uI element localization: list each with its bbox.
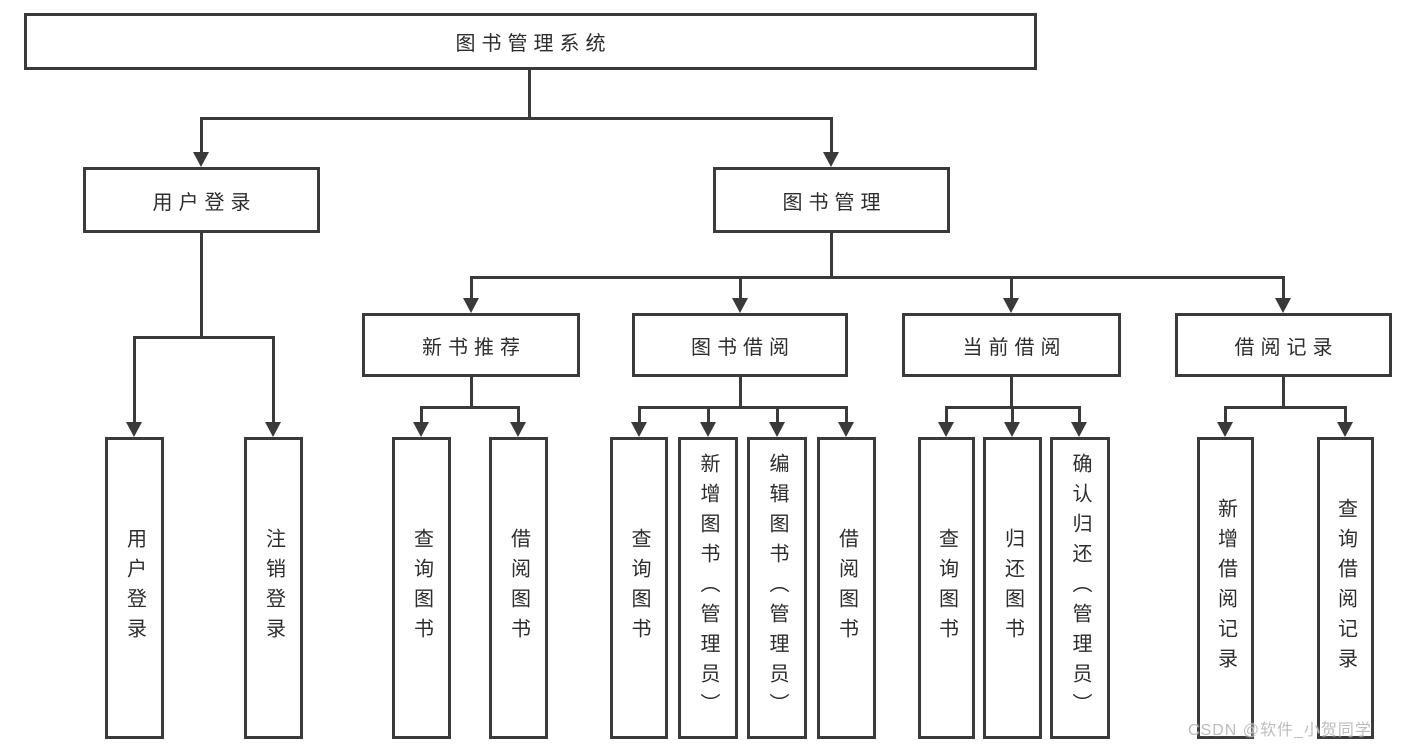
- leaf-edit-book-admin: 编辑图书（管理员）: [747, 437, 807, 739]
- arrow-down-icon: [265, 422, 281, 437]
- leaf-borrow-book: 借阅图书: [817, 437, 876, 739]
- connector-line: [739, 377, 742, 409]
- connector-line: [1010, 377, 1013, 409]
- connector-line: [133, 336, 275, 339]
- connector-line: [200, 232, 203, 339]
- node-current-borrow: 当前借阅: [902, 313, 1121, 377]
- node-label: 查询图书: [935, 528, 958, 648]
- leaf-add-book-admin: 新增图书（管理员）: [678, 437, 738, 739]
- connector-line: [1344, 406, 1347, 423]
- node-label: 借阅图书: [507, 528, 530, 648]
- connector-line: [776, 406, 779, 423]
- arrow-down-icon: [732, 298, 748, 313]
- node-label: 当前借阅: [962, 336, 1067, 359]
- arrow-down-icon: [823, 152, 839, 167]
- node-label: 查询图书: [628, 528, 650, 648]
- leaf-borrow-query-book: 查询图书: [610, 437, 668, 739]
- node-label: 用户登录: [123, 528, 146, 648]
- connector-line: [845, 406, 848, 423]
- leaf-recommend-query-book: 查询图书: [392, 437, 451, 739]
- connector-line: [707, 406, 710, 423]
- connector-line: [1224, 406, 1227, 423]
- leaf-query-borrow-record: 查询借阅记录: [1317, 437, 1374, 739]
- node-borrow-record: 借阅记录: [1175, 313, 1392, 377]
- arrow-down-icon: [126, 422, 142, 437]
- node-label: 借阅记录: [1234, 336, 1339, 359]
- node-label: 新增借阅记录: [1214, 498, 1237, 678]
- arrow-down-icon: [1003, 298, 1019, 313]
- arrow-down-icon: [413, 422, 429, 437]
- connector-line: [470, 276, 1285, 279]
- node-user-login-branch: 用户登录: [83, 167, 320, 233]
- connector-line: [517, 406, 520, 423]
- node-label: 图书借阅: [691, 336, 795, 359]
- connector-line: [830, 233, 833, 279]
- node-new-book-recommend: 新书推荐: [362, 313, 580, 377]
- connector-line: [1078, 406, 1081, 423]
- connector-line: [470, 377, 473, 409]
- leaf-confirm-return-admin: 确认归还（管理员）: [1050, 437, 1110, 739]
- connector-line: [638, 406, 641, 423]
- connector-line: [739, 276, 742, 299]
- connector-line: [420, 406, 423, 423]
- node-label: 注销登录: [262, 528, 285, 648]
- leaf-logout: 注销登录: [244, 437, 303, 739]
- leaf-recommend-borrow-book: 借阅图书: [489, 437, 548, 739]
- connector-line: [830, 117, 833, 153]
- arrow-down-icon: [1337, 422, 1353, 437]
- node-label: 用户登录: [152, 191, 257, 214]
- node-label: 确认归还（管理员）: [1069, 453, 1091, 723]
- node-book-management-branch: 图书管理: [713, 167, 950, 233]
- node-label: 编辑图书（管理员）: [766, 453, 788, 723]
- arrow-down-icon: [510, 422, 526, 437]
- connector-line: [200, 117, 833, 120]
- connector-line: [133, 336, 136, 423]
- connector-line: [470, 276, 473, 299]
- connector-line: [1282, 276, 1285, 299]
- node-label: 图书管理: [782, 191, 887, 214]
- connector-line: [1010, 276, 1013, 299]
- arrow-down-icon: [1004, 422, 1020, 437]
- connector-line: [272, 336, 275, 423]
- arrow-down-icon: [838, 422, 854, 437]
- leaf-user-login: 用户登录: [105, 437, 164, 739]
- node-label: 查询借阅记录: [1334, 498, 1357, 678]
- leaf-return-book: 归还图书: [983, 437, 1042, 739]
- node-label: 新书推荐: [422, 336, 526, 359]
- arrow-down-icon: [1071, 422, 1087, 437]
- arrow-down-icon: [769, 422, 785, 437]
- node-label: 归还图书: [1001, 528, 1024, 648]
- connector-line: [420, 406, 519, 409]
- connector-line: [200, 117, 203, 153]
- arrow-down-icon: [1217, 422, 1233, 437]
- arrow-down-icon: [463, 298, 479, 313]
- connector-line: [638, 406, 847, 409]
- node-label: 借阅图书: [835, 528, 858, 648]
- arrow-down-icon: [193, 152, 209, 167]
- arrow-down-icon: [631, 422, 647, 437]
- node-label: 新增图书（管理员）: [697, 453, 719, 723]
- connector-line: [1282, 377, 1285, 409]
- arrow-down-icon: [1275, 298, 1291, 313]
- csdn-watermark: CSDN @软件_小贺同学: [1188, 722, 1372, 739]
- connector-line: [1011, 406, 1014, 423]
- node-label: 图书管理系统: [455, 33, 612, 55]
- node-label: 查询图书: [410, 528, 433, 648]
- connector-line: [945, 406, 948, 423]
- connector-line: [1224, 406, 1346, 409]
- arrow-down-icon: [700, 422, 716, 437]
- node-book-borrow: 图书借阅: [632, 313, 848, 377]
- leaf-current-query-book: 查询图书: [918, 437, 975, 739]
- connector-line: [528, 68, 531, 120]
- arrow-down-icon: [938, 422, 954, 437]
- leaf-add-borrow-record: 新增借阅记录: [1197, 437, 1254, 739]
- node-root-system: 图书管理系统: [24, 13, 1037, 70]
